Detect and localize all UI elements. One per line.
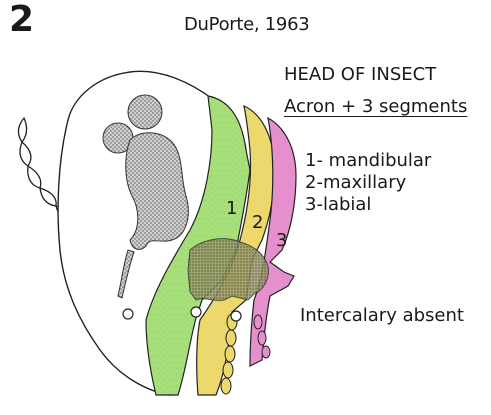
segment-number-2: 2 xyxy=(252,212,263,233)
segment-number-3: 3 xyxy=(276,230,287,251)
segment-number-1: 1 xyxy=(226,198,237,219)
